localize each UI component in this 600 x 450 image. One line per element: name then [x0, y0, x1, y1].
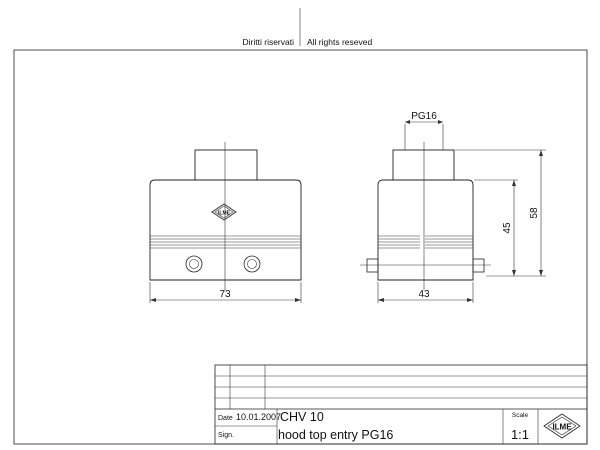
product-code: CHV 10 [280, 410, 324, 424]
side-width-dimension: 43 [418, 289, 430, 300]
scale-value: 1:1 [511, 427, 529, 442]
ilme-logo-icon: ILME [543, 413, 581, 439]
scale-label: Scale [512, 412, 529, 419]
date-value: 10.01.2007 [236, 412, 281, 422]
thread-size-label: PG16 [411, 111, 437, 122]
side-hood-body [377, 179, 474, 281]
total-height-dimension: 58 [529, 207, 540, 219]
inner-height-dimension: 45 [502, 222, 513, 234]
date-label: Date [218, 415, 233, 422]
front-screw-right-icon [243, 255, 261, 273]
front-hood-body [149, 179, 302, 281]
rights-reserved-italian: Diritti riservati [243, 37, 295, 47]
svg-text:ILME: ILME [218, 211, 231, 217]
side-view: PG16 43 45 58 [360, 111, 546, 303]
side-peg-left [366, 258, 379, 273]
sign-label: Sign. [218, 432, 234, 439]
front-logo-icon: ILME [211, 203, 237, 221]
side-peg-right [472, 258, 485, 273]
product-description: hood top entry PG16 [278, 428, 393, 442]
title-block: Date 10.01.2007 Sign. CHV 10 hood top en… [214, 364, 588, 445]
rights-reserved-english: All rights reseved [307, 37, 372, 47]
front-view: ILME 73 [149, 142, 302, 303]
side-cable-entry [392, 149, 455, 181]
front-cable-entry [194, 149, 258, 181]
front-width-dimension: 73 [219, 289, 231, 300]
front-screw-left-icon [185, 255, 203, 273]
svg-text:ILME: ILME [552, 423, 572, 432]
